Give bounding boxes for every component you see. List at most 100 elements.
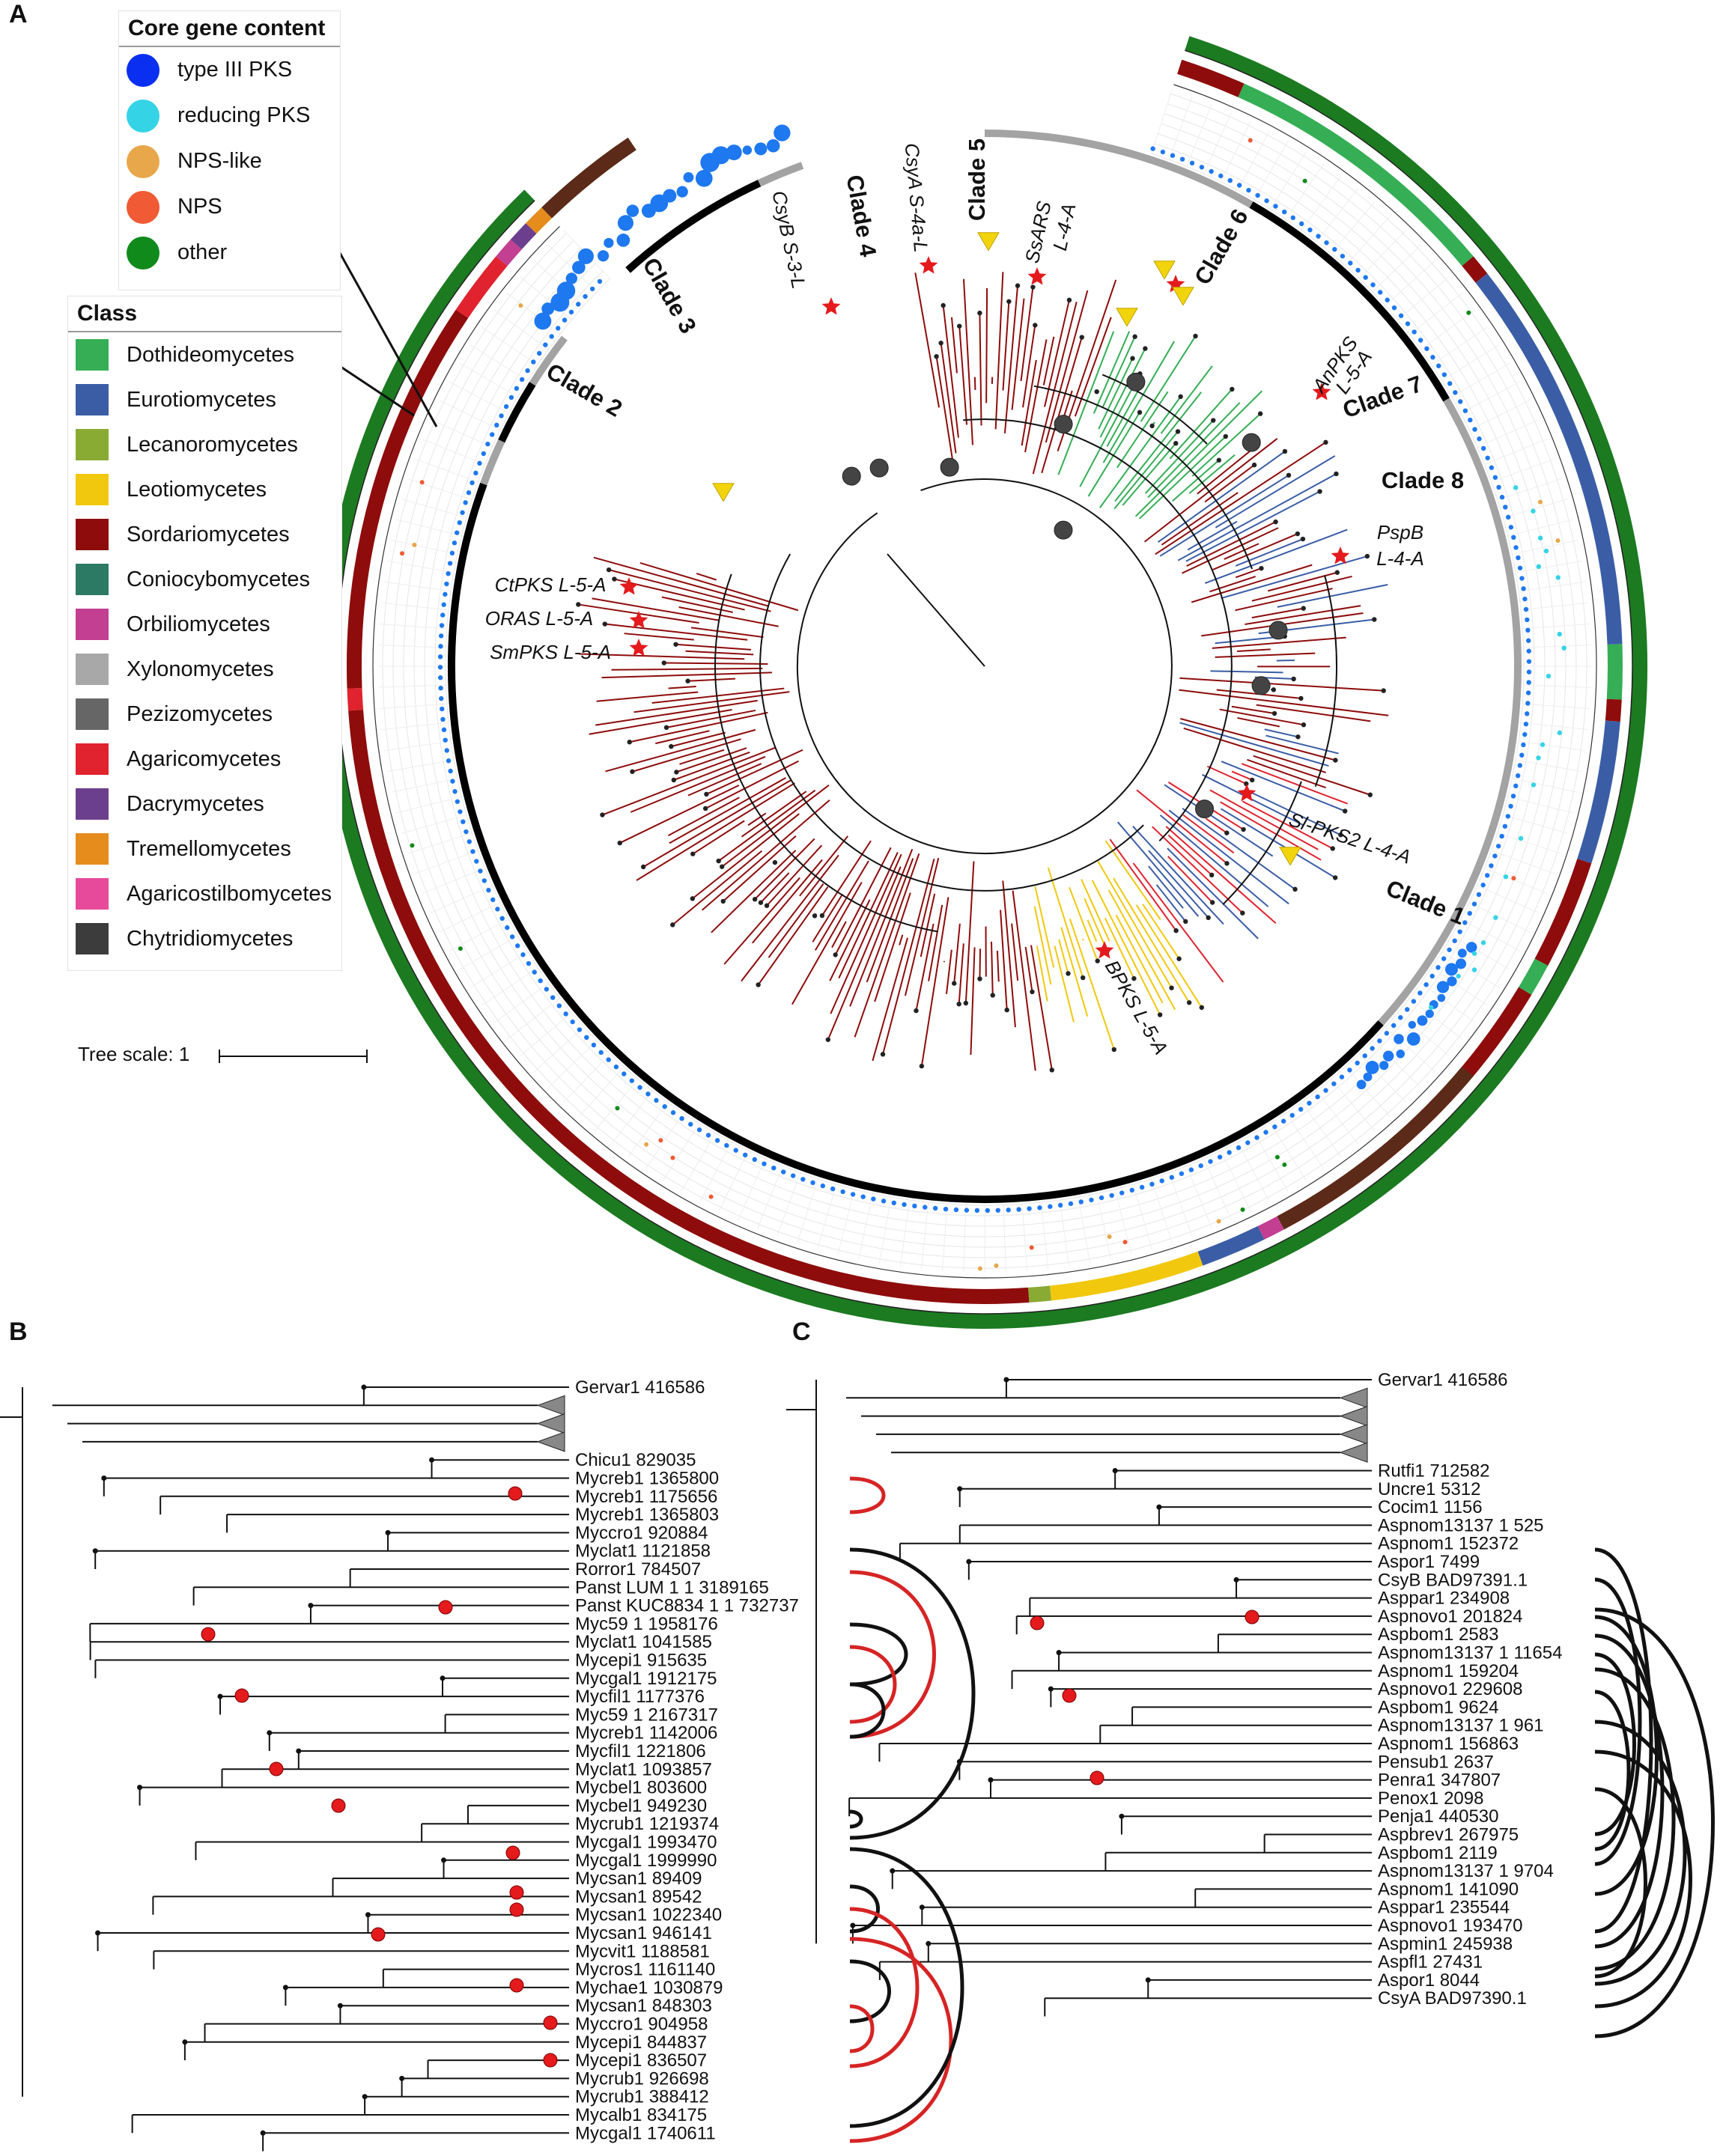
- tree-branch: [1277, 584, 1388, 608]
- tree-branch: [1091, 880, 1161, 1016]
- class-ring-segment: [1028, 1285, 1052, 1303]
- tree-leaf-dot: [1079, 335, 1084, 340]
- tree-leaf-dot: [1149, 423, 1155, 429]
- type-iii-pks-dot: [1245, 1140, 1251, 1145]
- csya-annotation: CsyA S-4a-L: [901, 142, 933, 253]
- tree-leaf-dot: [1030, 284, 1036, 290]
- heatmap-grid-spoke: [506, 292, 560, 335]
- tree-branch: [602, 746, 776, 816]
- class-legend-item: Pezizomycetes: [68, 692, 341, 737]
- clade-node-marker: [1242, 433, 1261, 452]
- heatmap-grid-spoke: [379, 623, 447, 630]
- type-iii-pks-dot: [1511, 535, 1516, 540]
- panel-b-node: [217, 1693, 223, 1699]
- heatmap-grid-spoke: [414, 458, 478, 483]
- tree-branch: [958, 326, 968, 425]
- tree-branch: [1186, 521, 1277, 567]
- circular-tree: [576, 272, 1389, 1073]
- type-iii-pks-dot: [452, 540, 458, 546]
- tree-branch: [791, 881, 863, 1005]
- type-iii-pks-dot: [1347, 1068, 1352, 1073]
- tree-branch: [1002, 301, 1010, 391]
- heatmap-grid-spoke: [594, 1079, 639, 1131]
- type-iii-pks-dot: [1423, 982, 1429, 987]
- heatmap-grid-spoke: [1409, 997, 1463, 1041]
- tree-leaf-dot: [1282, 448, 1288, 454]
- heatmap-grid-spoke: [407, 832, 472, 854]
- heatmap-grid-spoke: [1484, 868, 1548, 894]
- tree-leaf-dot: [640, 864, 646, 870]
- type-iii-pks-dot: [1447, 976, 1457, 987]
- reference-pks-star: [1331, 546, 1350, 564]
- type-iii-pks-dot: [1098, 1195, 1104, 1201]
- tree-leaf-dot: [1186, 1000, 1192, 1005]
- class-legend-label: Lecanoromycetes: [127, 432, 298, 457]
- tree-leaf-dot: [1334, 471, 1339, 477]
- reducing-pks-dot: [1531, 782, 1537, 788]
- type-iii-pks-dot: [446, 571, 451, 576]
- heatmap-grid-spoke: [1078, 1196, 1091, 1264]
- type-iii-pks-dot: [902, 1202, 907, 1208]
- tree-branch: [1159, 814, 1269, 907]
- type-iii-pks-dot: [1391, 305, 1397, 311]
- smpks-annotation: SmPKS L-5-A: [490, 641, 611, 663]
- panel-b-node: [101, 1476, 107, 1481]
- heatmap-grid-spoke: [1502, 499, 1568, 519]
- type-iii-pks-dot: [912, 1203, 917, 1209]
- heatmap-grid-spoke: [963, 1205, 967, 1273]
- panel-b-tangle-arc: [849, 1547, 976, 1840]
- tree-leaf-dot: [752, 897, 758, 902]
- class-legend-swatch: [76, 698, 109, 730]
- type-iii-pks-dot: [676, 186, 688, 198]
- tree-leaf-dot: [1271, 710, 1277, 716]
- type-iii-pks-dot: [1379, 1061, 1389, 1071]
- heatmap-grid-spoke: [383, 740, 452, 752]
- reducing-pks-dot: [1561, 645, 1567, 651]
- tree-branch: [692, 820, 745, 855]
- heatmap-grid-spoke: [1372, 244, 1422, 293]
- panel-b-leaf-label: Mycreb1 1365803: [575, 1505, 719, 1525]
- tree-branch: [1251, 607, 1304, 619]
- type-iii-pks-dot: [923, 1205, 928, 1210]
- type-iii-pks-dot: [1519, 576, 1525, 581]
- panel-c-leaf-label: Aspnom1 159204: [1378, 1661, 1519, 1681]
- tree-leaf-dot: [719, 864, 725, 869]
- class-legend-swatch: [76, 878, 109, 910]
- support-node-marker: [269, 1761, 284, 1776]
- panel-c-tangle-arc: [1594, 1667, 1676, 1971]
- type-iii-pks-dot: [455, 530, 460, 535]
- type-iii-pks-dot: [1489, 863, 1494, 868]
- tree-branch: [866, 858, 914, 983]
- heatmap-grid-spoke: [1420, 982, 1476, 1023]
- clade-arc: [480, 439, 505, 486]
- tree-leaf-dot: [1173, 928, 1179, 934]
- panel-b-node: [282, 1985, 288, 1991]
- panel-c-tangle-arc: [1594, 1633, 1665, 1949]
- tree-branch: [1033, 906, 1052, 985]
- panel-b-node: [267, 1730, 273, 1736]
- heatmap-grid-spoke: [1523, 645, 1591, 648]
- other-gene-dot: [1537, 499, 1543, 505]
- type-iii-pks-dot: [598, 1050, 604, 1056]
- class-legend-swatch: [76, 923, 109, 954]
- tree-branch: [827, 866, 902, 1041]
- reducing-pks-dot: [1428, 1005, 1434, 1011]
- panel-b-node: [365, 1912, 371, 1918]
- tree-leaf-dot: [1249, 777, 1255, 783]
- type-iii-pks-dot: [438, 633, 444, 639]
- tree-branch: [1215, 455, 1336, 529]
- heatmap-grid-spoke: [1460, 381, 1521, 414]
- type-iii-pks-dot: [550, 995, 556, 1000]
- panel-b-leaf-label: Panst LUM 1 1 3189165: [575, 1577, 769, 1598]
- panel-c-leaf-label: Asppar1 235544: [1378, 1898, 1510, 1918]
- tree-branch: [979, 948, 982, 979]
- panel-c-leaf-label: Aspor1 8044: [1378, 1970, 1480, 1991]
- type-iii-pks-dot: [1298, 1106, 1304, 1112]
- tree-branch: [854, 853, 920, 1038]
- type-iii-pks-dot: [443, 737, 448, 743]
- class-ring-segment: [1534, 859, 1592, 966]
- tree-leaf-dot: [1080, 975, 1086, 981]
- panel-b-leaf-label: Mycbel1 803600: [575, 1778, 707, 1798]
- type-iii-pks-dot: [538, 978, 543, 984]
